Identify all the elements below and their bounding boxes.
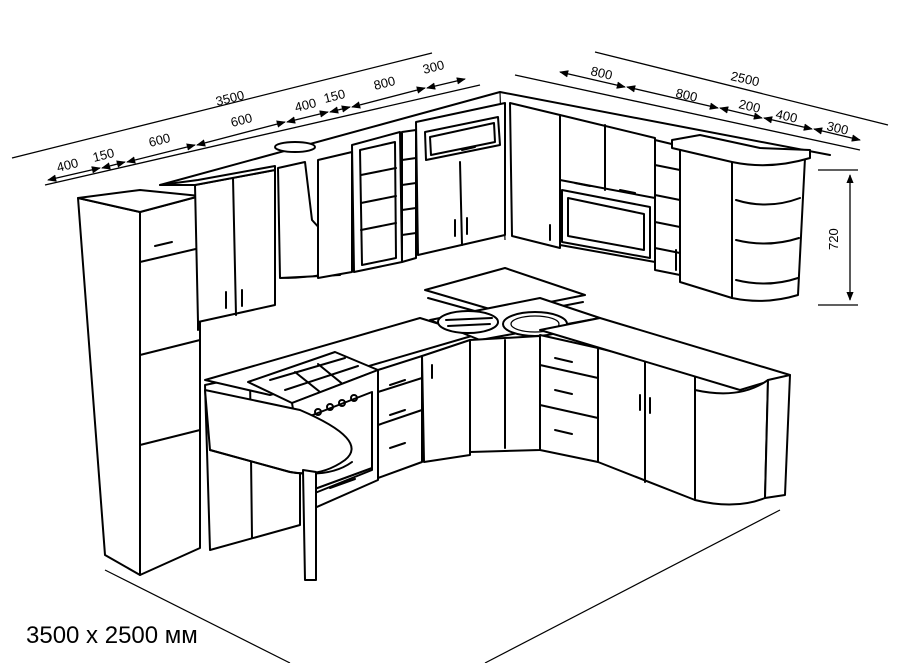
dim-label-left-7: 800 bbox=[372, 73, 397, 93]
glass-shelf-cabinet bbox=[359, 141, 397, 266]
corner-sink-unit bbox=[424, 267, 601, 453]
floor-outline bbox=[104, 509, 781, 663]
dim-label-right-4: 400 bbox=[774, 106, 799, 125]
dim-label-right-1: 800 bbox=[589, 63, 614, 82]
tall-pantry-cabinet bbox=[77, 189, 201, 576]
rounded-end-cabinet bbox=[694, 379, 769, 506]
breakfast-bar bbox=[204, 389, 353, 581]
microwave-niche bbox=[561, 189, 651, 259]
dim-label-right-3: 200 bbox=[737, 96, 762, 115]
dimension-lines-left bbox=[11, 52, 481, 186]
pantry-handle bbox=[154, 241, 173, 247]
dim-label-left-2: 150 bbox=[91, 145, 116, 165]
dim-label-left-total: 3500 bbox=[214, 87, 246, 109]
upper-cabinets-back bbox=[415, 102, 506, 256]
height-dimension bbox=[818, 169, 858, 306]
kitchen-size-caption: 3500 x 2500 мм bbox=[26, 622, 198, 649]
dim-label-left-5: 400 bbox=[293, 95, 318, 115]
dim-label-left-4: 600 bbox=[229, 110, 254, 130]
dim-label-right-2: 800 bbox=[674, 85, 699, 104]
dim-label-left-3: 600 bbox=[147, 130, 172, 150]
dimension-lines-right bbox=[514, 51, 889, 151]
upper-cabinets-right bbox=[509, 102, 811, 302]
dim-label-left-6: 150 bbox=[322, 86, 347, 106]
dim-label-height: 720 bbox=[826, 228, 841, 250]
sink-bowl bbox=[437, 310, 499, 334]
base-cabinets-right bbox=[539, 317, 791, 506]
dim-label-left-8: 300 bbox=[421, 57, 446, 77]
upper-cabinets-center bbox=[317, 129, 417, 279]
dimension-labels: 400 150 600 600 400 150 800 300 3500 800… bbox=[55, 57, 850, 250]
dim-label-right-5: 300 bbox=[825, 118, 850, 137]
upper-glass-panel bbox=[424, 116, 501, 161]
dim-label-right-total: 2500 bbox=[729, 68, 761, 89]
upper-cabinets-left bbox=[159, 165, 276, 323]
dim-label-left-1: 400 bbox=[55, 155, 80, 175]
